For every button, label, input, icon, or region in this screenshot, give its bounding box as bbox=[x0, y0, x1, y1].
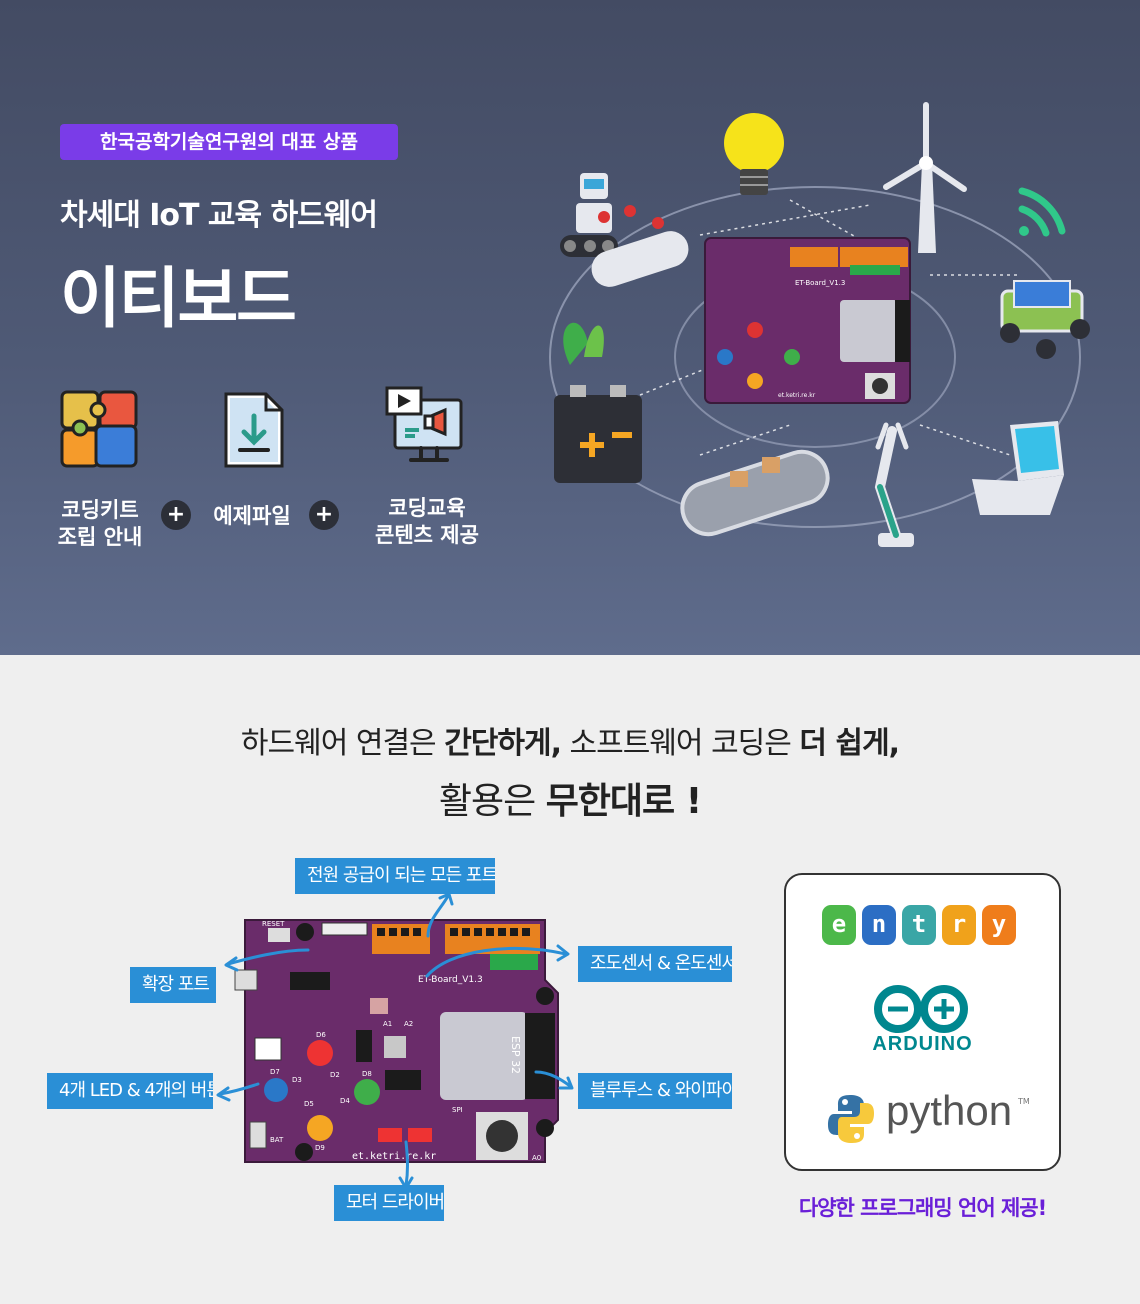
feature-line2: 콘텐츠 제공 bbox=[375, 523, 479, 547]
hero-title: 이티보드 bbox=[60, 260, 297, 337]
tag-power-ports: 전원 공급이 되는 모든 포트 bbox=[295, 858, 495, 894]
puzzle-icon bbox=[60, 390, 138, 468]
iot-scene-illustration: ET-Board_V1.3 et.ketri.re.kr bbox=[549, 102, 1090, 547]
python-trademark: TM bbox=[1018, 1097, 1030, 1106]
video-monitor-icon bbox=[385, 386, 463, 462]
download-file-icon bbox=[224, 392, 284, 468]
pin-label: D9 bbox=[315, 1144, 325, 1152]
feature-line1: 코딩키트 bbox=[61, 498, 139, 522]
tag-expansion-port: 확장 포트 bbox=[130, 967, 216, 1003]
intro-text: 하드웨어 연결은 bbox=[240, 726, 445, 761]
pin-label: D4 bbox=[340, 1097, 350, 1105]
plus-icon: + bbox=[309, 500, 339, 530]
board-svg: ESP 32 ET-Board_V1.3 RESET BAT SPI A0 A1… bbox=[216, 892, 574, 1190]
feature-line1: 코딩교육 bbox=[388, 496, 466, 520]
python-logo-icon bbox=[828, 1095, 874, 1143]
pin-label: D3 bbox=[292, 1076, 302, 1084]
laptop-icon bbox=[972, 421, 1064, 515]
languages-caption: 다양한 프로그래밍 언어 제공! bbox=[798, 1196, 1047, 1220]
intro-bold-text: 간단하게, bbox=[444, 726, 562, 761]
robot-conveyor-icon bbox=[560, 173, 689, 287]
wifi-icon bbox=[1018, 187, 1066, 237]
feature-assembly-guide: 코딩키트 조립 안내 bbox=[50, 388, 150, 551]
python-label: python bbox=[886, 1087, 1013, 1134]
pin-label: D2 bbox=[330, 1071, 340, 1079]
entry-letter: t bbox=[902, 905, 936, 945]
reset-label: RESET bbox=[262, 920, 285, 928]
board-url-label: et.ketri.re.kr bbox=[352, 1151, 436, 1162]
languages-box: e n t r y ARDUINO python TM bbox=[784, 873, 1061, 1171]
hero-subtitle: 차세대 IoT 교육 하드웨어 bbox=[60, 198, 378, 233]
feature-line2: 조립 안내 bbox=[57, 525, 143, 549]
tag-bluetooth-wifi: 블루투스 & 와이파이 bbox=[578, 1073, 732, 1109]
pin-label: D5 bbox=[304, 1100, 314, 1108]
feature-line1: 예제파일 bbox=[213, 504, 291, 528]
wind-turbine-icon bbox=[883, 102, 967, 253]
bat-label: BAT bbox=[270, 1136, 284, 1144]
entry-letter: e bbox=[822, 905, 856, 945]
entry-letter: r bbox=[942, 905, 976, 945]
feature-example-files: 예제파일 bbox=[200, 388, 304, 530]
intro-line-2: 활용은 무한대로 ! bbox=[0, 772, 1140, 824]
spi-label: SPI bbox=[452, 1106, 463, 1114]
intro-text: 활용은 bbox=[438, 781, 546, 822]
board-name-label: ET-Board_V1.3 bbox=[795, 279, 845, 287]
hero-section: 한국공학기술연구원의 대표 상품 차세대 IoT 교육 하드웨어 이티보드 코딩… bbox=[0, 0, 1140, 655]
pin-label: A2 bbox=[404, 1020, 413, 1028]
plus-icon: + bbox=[161, 500, 191, 530]
board-chip-label: ESP 32 bbox=[509, 1036, 522, 1074]
entry-logo: e n t r y bbox=[822, 905, 1016, 945]
entry-letter: n bbox=[862, 905, 896, 945]
intro-line-1: 하드웨어 연결은 간단하게, 소프트웨어 코딩은 더 쉽게, bbox=[0, 718, 1140, 762]
arduino-infinity-icon bbox=[874, 985, 968, 1033]
light-bulb-icon bbox=[724, 113, 784, 195]
tag-led-buttons: 4개 LED & 4개의 버튼 bbox=[47, 1073, 213, 1109]
tag-sensors: 조도센서 & 온도센서 bbox=[578, 946, 732, 982]
board-name-label: ET-Board_V1.3 bbox=[418, 975, 483, 985]
battery-icon bbox=[554, 322, 642, 483]
intro-text: 소프트웨어 코딩은 bbox=[561, 726, 800, 761]
intro-bold-text: 무한대로 ! bbox=[545, 781, 702, 822]
entry-letter: y bbox=[982, 905, 1016, 945]
hero-badge: 한국공학기술연구원의 대표 상품 bbox=[60, 124, 398, 160]
pin-label: D8 bbox=[362, 1070, 372, 1078]
et-board-illustration: ET-Board_V1.3 et.ketri.re.kr bbox=[704, 237, 911, 404]
robot-arm-icon bbox=[874, 422, 914, 547]
arduino-label: ARDUINO bbox=[872, 1033, 973, 1055]
pin-label: D6 bbox=[316, 1031, 326, 1039]
tag-motor-driver: 모터 드라이버 bbox=[334, 1185, 444, 1221]
a0-label: A0 bbox=[532, 1154, 541, 1162]
feature-coding-content: 코딩교육 콘텐츠 제공 bbox=[366, 386, 488, 549]
pin-label: A1 bbox=[383, 1020, 392, 1028]
conveyor-belt-icon bbox=[680, 449, 830, 537]
intro-bold-text: 더 쉽게, bbox=[799, 726, 900, 761]
board-diagram: ESP 32 ET-Board_V1.3 RESET BAT SPI A0 A1… bbox=[40, 850, 760, 1230]
board-url-label: et.ketri.re.kr bbox=[778, 392, 816, 399]
pin-label: D7 bbox=[270, 1068, 280, 1076]
solar-rover-icon bbox=[1000, 280, 1090, 359]
